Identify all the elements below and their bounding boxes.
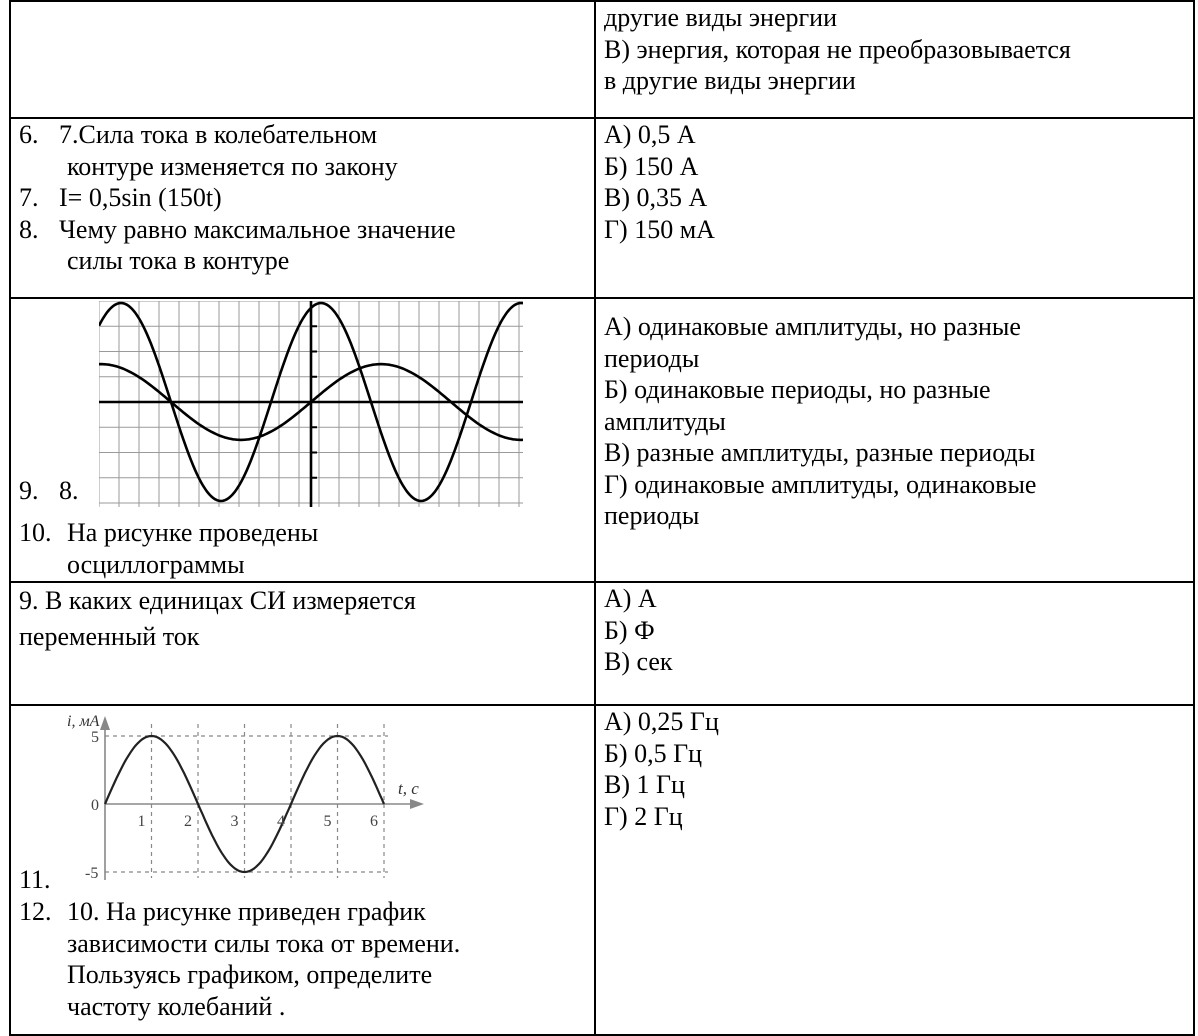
list-number: 8. xyxy=(19,214,39,244)
list-number: 9. xyxy=(19,476,39,505)
list-number: 7. xyxy=(19,183,39,212)
series-line-large xyxy=(99,301,523,503)
question-text: частоту колебаний . xyxy=(67,991,286,1021)
table-row: 9. В каких единицах СИ измеряется переме… xyxy=(9,581,1195,706)
y-axis-arrow xyxy=(100,716,110,730)
answer-option: А) А xyxy=(604,584,657,613)
figure-label: 8. xyxy=(59,476,79,505)
x-tick-label: 0 xyxy=(91,797,99,814)
x-tick-label: 5 xyxy=(324,813,332,830)
list-number: 12. xyxy=(19,897,52,926)
question-text: осциллограммы xyxy=(67,549,245,579)
series-line-small xyxy=(99,362,523,442)
answer-option: А) 0,5 А xyxy=(604,120,696,149)
answer-cell: А) А Б) Ф В) сек xyxy=(594,581,1195,706)
x-tick-label: 4 xyxy=(277,813,285,830)
answer-option: Б) 0,5 Гц xyxy=(604,738,703,768)
answer-option: Г) 150 мА xyxy=(604,214,715,244)
question-cell: 6. 7.Сила тока в колебательном контуре из… xyxy=(9,117,596,299)
question-text: зависимости силы тока от времени. xyxy=(67,928,461,958)
answer-option: Б) Ф xyxy=(604,615,655,645)
table-row: 6. 7.Сила тока в колебательном контуре из… xyxy=(9,117,1195,299)
question-text: На рисунке проведены xyxy=(67,518,319,547)
question-text: 7.Сила тока в колебательном xyxy=(59,120,378,149)
figure-block: 11. i, мА t, с 0 1 2 3 4 5 6 5 -5 xyxy=(19,707,590,896)
question-cell: 9. 8. 10. На рисунке проведены осциллогра… xyxy=(9,297,596,583)
series-line xyxy=(103,734,386,874)
answer-option: Г) 2 Гц xyxy=(604,801,683,831)
question-cell: 11. i, мА t, с 0 1 2 3 4 5 6 5 -5 12. 10. На рису… xyxy=(9,704,596,1036)
quiz-table: другие виды энергии В) энергия, которая … xyxy=(9,0,1195,1036)
answer-option: В) 0,35 А xyxy=(604,183,708,212)
table-row: другие виды энергии В) энергия, которая … xyxy=(9,0,1195,119)
question-text: Чему равно максимальное значение xyxy=(59,214,456,244)
answer-line: В) энергия, которая не преобразовывается xyxy=(604,34,1071,64)
figure-block: 9. 8. xyxy=(19,300,590,517)
current-chart: i, мА t, с 0 1 2 3 4 5 6 5 -5 xyxy=(67,713,424,882)
y-tick-label: -5 xyxy=(85,865,98,882)
answer-cell: А) 0,25 Гц Б) 0,5 Гц В) 1 Гц Г) 2 Гц xyxy=(594,704,1195,1036)
answer-line: в другие виды энергии xyxy=(604,66,856,95)
y-axis-label: i, мА xyxy=(67,713,100,730)
oscillogram-chart xyxy=(99,301,523,507)
answer-option: В) разные амплитуды, разные периоды xyxy=(604,438,1036,467)
answer-line: другие виды энергии xyxy=(604,3,837,32)
answer-option: А) одинаковые амплитуды, но разные xyxy=(604,312,1021,341)
list-number: 11. xyxy=(19,865,51,894)
question-text: переменный ток xyxy=(19,622,200,651)
x-tick-label: 6 xyxy=(370,813,378,830)
list-number: 10. xyxy=(19,518,52,547)
answer-option: А) 0,25 Гц xyxy=(604,707,719,736)
table-row: 11. i, мА t, с 0 1 2 3 4 5 6 5 -5 12. 10. На рису… xyxy=(9,704,1195,1036)
question-text: 9. В каких единицах СИ измеряется xyxy=(19,586,416,615)
x-tick-label: 1 xyxy=(138,813,146,830)
question-text: контуре изменяется по закону xyxy=(67,151,398,181)
question-text: 10. На рисунке приведен график xyxy=(67,897,426,926)
answer-cell: А) 0,5 А Б) 150 А В) 0,35 А Г) 150 мА xyxy=(594,117,1195,299)
y-tick-label: 5 xyxy=(91,729,99,746)
answer-option: Г) одинаковые амплитуды, одинаковые xyxy=(604,469,1037,499)
answer-cell: А) одинаковые амплитуды, но разные перио… xyxy=(594,297,1195,583)
question-cell xyxy=(9,0,596,119)
answer-option: В) 1 Гц xyxy=(604,770,685,799)
answer-option: Б) одинаковые периоды, но разные xyxy=(604,375,991,404)
answer-option: периоды xyxy=(604,343,700,373)
answer-option: периоды xyxy=(604,501,700,530)
x-tick-label: 2 xyxy=(184,813,192,830)
answer-option: Б) 150 А xyxy=(604,151,699,181)
list-number: 6. xyxy=(19,120,39,149)
question-cell: 9. В каких единицах СИ измеряется переме… xyxy=(9,581,596,706)
answer-option: амплитуды xyxy=(604,406,726,436)
formula-text: I= 0,5sin (150t) xyxy=(59,183,222,212)
x-axis-arrow xyxy=(410,799,424,809)
answer-option: В) сек xyxy=(604,647,673,676)
x-tick-label: 3 xyxy=(231,813,239,830)
answer-cell: другие виды энергии В) энергия, которая … xyxy=(594,0,1195,119)
question-text: Пользуясь графиком, определите xyxy=(67,960,433,989)
question-text: силы тока в контуре xyxy=(67,246,290,275)
x-axis-label: t, с xyxy=(398,779,419,798)
table-row: 9. 8. 10. На рисунке проведены осциллогра… xyxy=(9,297,1195,583)
